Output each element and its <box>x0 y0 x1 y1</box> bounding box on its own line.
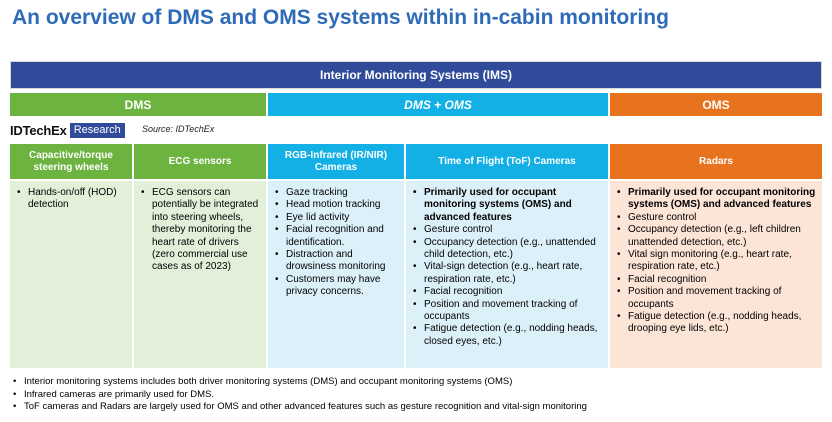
logo-badge: Research <box>69 122 125 138</box>
list-item: Eye lid activity <box>274 212 398 225</box>
source-note: Source: IDTechEx <box>142 124 215 134</box>
logo-name: IDTechEx <box>10 122 67 138</box>
list-item: Occupancy detection (e.g., unattended ch… <box>412 237 602 262</box>
list-item: Facial recognition and identification. <box>274 224 398 249</box>
list-item: Occupancy detection (e.g., left children… <box>616 224 816 249</box>
column-body-tof: Primarily used for occupant monitoring s… <box>406 181 608 368</box>
list-item: Facial recognition <box>616 274 816 287</box>
column-header-radars: Radars <box>610 144 822 179</box>
footnote: Infrared cameras are primarily used for … <box>12 389 822 402</box>
list-item: Primarily used for occupant monitoring s… <box>412 187 602 224</box>
item-list: ECG sensors can potentially be integrate… <box>140 187 260 274</box>
item-list: Hands-on/off (HOD) detection <box>16 187 126 212</box>
idtechex-logo: IDTechEx Research <box>10 122 125 138</box>
list-item: Fatigue detection (e.g., nodding heads, … <box>616 311 816 336</box>
item-list: Gaze tracking Head motion tracking Eye l… <box>274 187 398 299</box>
list-item: Position and movement tracking of occupa… <box>616 286 816 311</box>
list-item: Primarily used for occupant monitoring s… <box>616 187 816 212</box>
column-body-steering: Hands-on/off (HOD) detection <box>10 181 132 368</box>
category-oms: OMS <box>610 93 822 116</box>
column-header-steering: Capacitive/torque steering wheels <box>10 144 132 179</box>
list-item: Customers may have privacy concerns. <box>274 274 398 299</box>
ims-header: Interior Monitoring Systems (IMS) <box>10 61 822 89</box>
column-header-ecg: ECG sensors <box>134 144 266 179</box>
list-item: Distraction and drowsiness monitoring <box>274 249 398 274</box>
list-item: ECG sensors can potentially be integrate… <box>140 187 260 274</box>
page-title: An overview of DMS and OMS systems withi… <box>12 6 669 29</box>
column-header-rgb-ir: RGB-Infrared (IR/NIR) Cameras <box>268 144 404 179</box>
column-body-radars: Primarily used for occupant monitoring s… <box>610 181 822 368</box>
category-dms-oms: DMS + OMS <box>268 93 608 116</box>
item-list: Primarily used for occupant monitoring s… <box>616 187 816 336</box>
list-item: Position and movement tracking of occupa… <box>412 299 602 324</box>
footnote: ToF cameras and Radars are largely used … <box>12 401 822 414</box>
list-item: Gaze tracking <box>274 187 398 200</box>
list-item: Facial recognition <box>412 286 602 299</box>
column-header-tof: Time of Flight (ToF) Cameras <box>406 144 608 179</box>
list-item: Vital sign monitoring (e.g., heart rate,… <box>616 249 816 274</box>
footnotes: Interior monitoring systems includes bot… <box>12 376 822 414</box>
list-item: Gesture control <box>412 224 602 237</box>
column-body-rgb-ir: Gaze tracking Head motion tracking Eye l… <box>268 181 404 368</box>
list-item: Vital-sign detection (e.g., heart rate, … <box>412 261 602 286</box>
footnote: Interior monitoring systems includes bot… <box>12 376 822 389</box>
list-item: Fatigue detection (e.g., nodding heads, … <box>412 323 602 348</box>
list-item: Hands-on/off (HOD) detection <box>16 187 126 212</box>
list-item: Gesture control <box>616 212 816 225</box>
list-item: Head motion tracking <box>274 199 398 212</box>
column-body-ecg: ECG sensors can potentially be integrate… <box>134 181 266 368</box>
item-list: Primarily used for occupant monitoring s… <box>412 187 602 348</box>
category-dms: DMS <box>10 93 266 116</box>
